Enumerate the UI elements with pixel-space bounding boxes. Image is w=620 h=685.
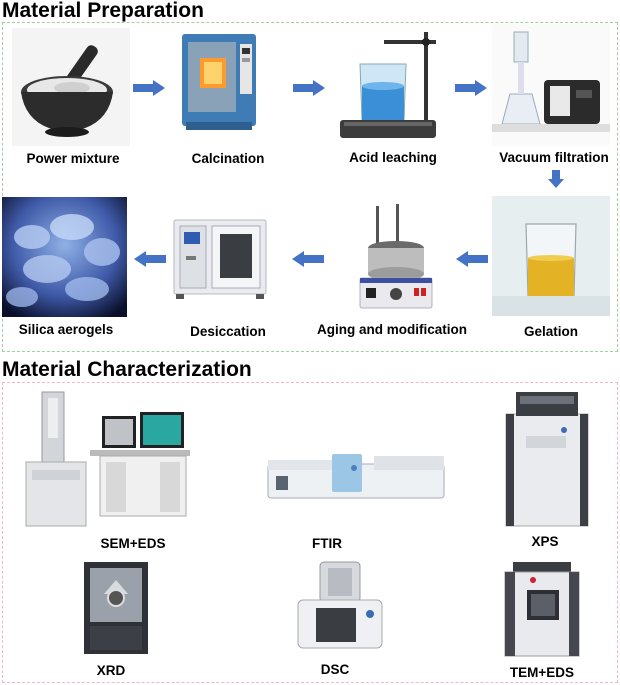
tem-instrument-image: [503, 560, 581, 658]
mortar-pestle-image: [12, 28, 130, 146]
instrument-label: SEM+EDS: [100, 536, 166, 551]
preparation-panel: [2, 22, 618, 352]
left-arrow-icon: [292, 251, 324, 267]
aging-hotplate-image: [356, 204, 436, 312]
drying-oven-image: [172, 218, 268, 300]
step-label: Calcination: [191, 151, 265, 166]
step-label: Vacuum filtration: [499, 150, 609, 165]
preparation-title: Material Preparation: [2, 0, 204, 22]
characterization-panel: [2, 382, 618, 683]
xrd-instrument-image: [82, 560, 150, 656]
step-label: Aging and modification: [317, 322, 467, 337]
right-arrow-icon: [293, 80, 325, 96]
instrument-label: DSC: [320, 662, 350, 677]
step-label: Acid leaching: [349, 150, 437, 165]
dsc-instrument-image: [292, 560, 390, 652]
gelation-image: [492, 196, 610, 316]
vacuum-filtration-image: [492, 24, 610, 146]
step-label: Gelation: [523, 324, 578, 339]
step-label: Silica aerogels: [18, 322, 114, 337]
step-label: Desiccation: [190, 324, 266, 339]
instrument-label: TEM+EDS: [509, 665, 575, 680]
instrument-label: FTIR: [312, 536, 342, 551]
step-label: Power mixture: [26, 151, 120, 166]
sem-instrument-image: [20, 388, 192, 530]
right-arrow-icon: [133, 80, 165, 96]
left-arrow-icon: [134, 251, 166, 267]
right-arrow-icon: [455, 80, 487, 96]
xps-instrument-image: [504, 388, 590, 530]
characterization-title: Material Characterization: [2, 358, 252, 381]
silica-aerogels-image: [2, 197, 127, 317]
down-arrow-icon: [548, 170, 564, 188]
instrument-label: XRD: [96, 663, 126, 678]
acid-leaching-image: [338, 24, 448, 144]
furnace-image: [178, 28, 268, 138]
instrument-label: XPS: [531, 534, 559, 549]
ftir-instrument-image: [266, 446, 446, 502]
left-arrow-icon: [456, 251, 488, 267]
